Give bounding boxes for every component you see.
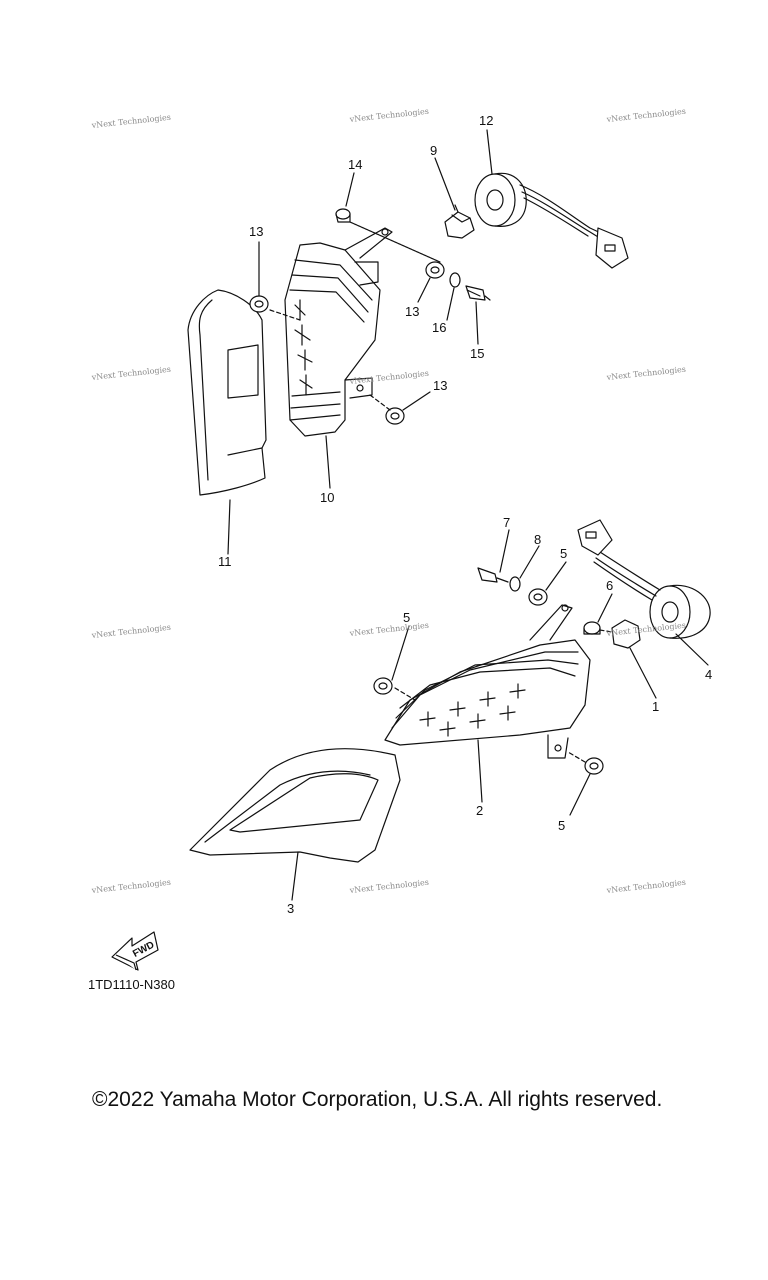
callout-12: 12 <box>479 113 493 128</box>
part-12-socket <box>474 172 629 269</box>
watermark: vNext Technologies <box>348 878 429 895</box>
callout-2: 2 <box>476 803 483 818</box>
watermark: vNext Technologies <box>348 621 429 638</box>
watermark: vNext Technologies <box>90 365 171 382</box>
watermark: vNext Technologies <box>605 365 686 382</box>
part-5-grommet-a <box>528 588 548 606</box>
callout-6: 6 <box>606 578 613 593</box>
callout-9: 9 <box>430 143 437 158</box>
callout-5-c: 5 <box>558 818 565 833</box>
part-3-cover <box>189 748 401 863</box>
callout-11: 11 <box>218 554 232 569</box>
part-16-washer <box>449 272 461 288</box>
part-11-cover <box>187 289 267 496</box>
watermark: vNext Technologies <box>90 113 171 130</box>
part-14-collar <box>335 208 351 223</box>
callout-3: 3 <box>287 901 294 916</box>
callout-8: 8 <box>534 532 541 547</box>
part-9-bulb <box>444 204 475 239</box>
callout-4: 4 <box>705 667 712 682</box>
watermark: vNext Technologies <box>90 623 171 640</box>
callout-1: 1 <box>652 699 659 714</box>
part-8-washer <box>509 576 521 592</box>
watermark: vNext Technologies <box>90 878 171 895</box>
part-7-bolt <box>477 567 509 583</box>
callout-7: 7 <box>503 515 510 530</box>
callout-16: 16 <box>432 320 446 335</box>
part-13-grommet-b <box>249 295 269 313</box>
part-10-lamp-body <box>284 227 393 437</box>
part-2-lamp-body <box>384 604 591 759</box>
callouts: 12 9 14 13 13 16 15 13 10 11 7 8 5 6 5 4… <box>218 113 712 916</box>
callout-5-b: 5 <box>403 610 410 625</box>
copyright-notice: ©2022 Yamaha Motor Corporation, U.S.A. A… <box>92 1088 663 1111</box>
part-15-bolt <box>465 285 491 301</box>
part-6-collar <box>583 621 601 635</box>
callout-10: 10 <box>320 490 334 505</box>
part-13-grommet-a <box>425 261 445 279</box>
callout-13-c: 13 <box>433 378 447 393</box>
watermark: vNext Technologies <box>348 369 429 386</box>
callout-15: 15 <box>470 346 484 361</box>
part-5-grommet-c <box>584 757 604 775</box>
part-13-grommet-c <box>385 407 405 425</box>
callout-14: 14 <box>348 157 362 172</box>
callout-13-a: 13 <box>249 224 263 239</box>
watermark: vNext Technologies <box>348 107 429 124</box>
watermark: vNext Technologies <box>605 107 686 124</box>
part-4-socket <box>577 519 711 639</box>
part-1-bulb <box>611 619 641 649</box>
part-5-grommet-b <box>373 677 393 695</box>
watermark: vNext Technologies <box>605 878 686 895</box>
fwd-arrow-icon: FWD <box>111 931 159 971</box>
diagram-code: 1TD1110-N380 <box>88 977 175 992</box>
callout-5-a: 5 <box>560 546 567 561</box>
callout-13-b: 13 <box>405 304 419 319</box>
